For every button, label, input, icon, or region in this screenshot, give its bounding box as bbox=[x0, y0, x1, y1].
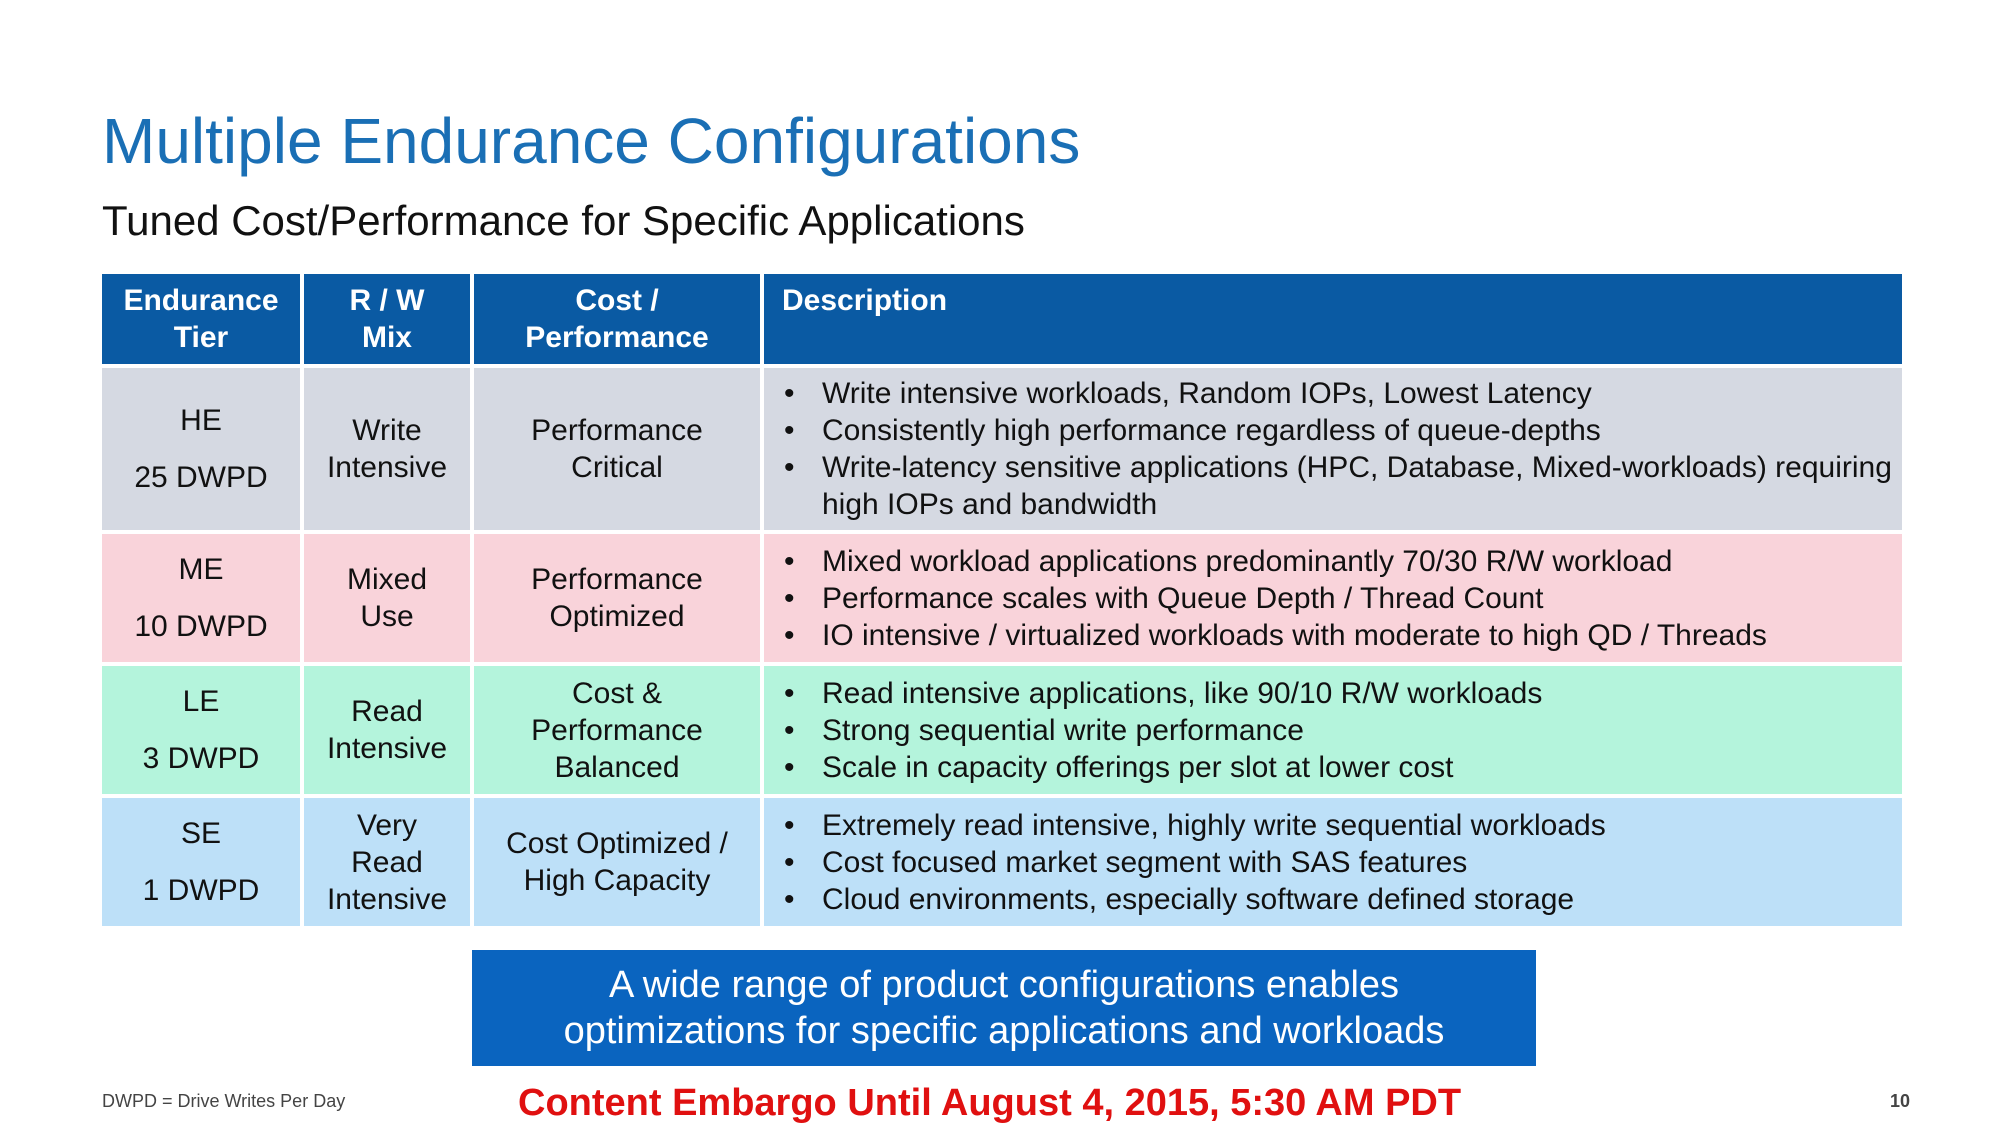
mix-line: Read bbox=[351, 695, 423, 728]
header-line: Description bbox=[782, 284, 948, 317]
desc-item: Cost focused market segment with SAS fea… bbox=[782, 844, 1606, 881]
cost-cell-me: Performance Optimized bbox=[474, 534, 760, 662]
page-number: 10 bbox=[1890, 1091, 1911, 1111]
cost-line: High Capacity bbox=[523, 864, 711, 897]
desc-item: Write intensive workloads, Random IOPs, … bbox=[782, 375, 1902, 412]
header-line: Tier bbox=[173, 321, 229, 354]
tier-name: SE bbox=[180, 817, 222, 850]
desc-list: Mixed workload applications predominantl… bbox=[782, 543, 1767, 654]
mix-line: Intensive bbox=[326, 882, 448, 916]
desc-item: Performance scales with Queue Depth / Th… bbox=[782, 580, 1767, 617]
mix-line: Intensive bbox=[326, 451, 448, 484]
tier-cell-se: SE 1 DWPD bbox=[102, 798, 300, 926]
tier-name: LE bbox=[182, 685, 220, 718]
tier-cell-me: ME 10 DWPD bbox=[102, 534, 300, 662]
slide-title: Multiple Endurance Configurations bbox=[102, 105, 1081, 177]
mix-cell-le: Read Intensive bbox=[304, 666, 470, 794]
header-line: Endurance bbox=[123, 284, 279, 317]
desc-item: Cloud environments, especially software … bbox=[782, 881, 1606, 918]
desc-item: Mixed workload applications predominantl… bbox=[782, 543, 1767, 580]
mix-line: Write bbox=[352, 414, 422, 447]
callout-line: optimizations for specific applications … bbox=[563, 1010, 1445, 1052]
desc-item: Scale in capacity offerings per slot at … bbox=[782, 749, 1542, 786]
desc-cell-le: Read intensive applications, like 90/10 … bbox=[764, 666, 1902, 794]
mix-line: Intensive bbox=[326, 732, 448, 765]
desc-cell-se: Extremely read intensive, highly write s… bbox=[764, 798, 1902, 926]
desc-list: Read intensive applications, like 90/10 … bbox=[782, 675, 1542, 786]
tier-name: HE bbox=[180, 404, 222, 437]
cost-cell-le: Cost & Performance Balanced bbox=[474, 666, 760, 794]
header-line: Cost / bbox=[575, 284, 659, 317]
header-endurance-tier: Endurance Tier bbox=[102, 274, 300, 364]
tier-dwpd: 25 DWPD bbox=[134, 461, 268, 494]
mix-line: Mixed bbox=[346, 563, 428, 596]
desc-item: Write-latency sensitive applications (HP… bbox=[782, 449, 1902, 523]
desc-cell-he: Write intensive workloads, Random IOPs, … bbox=[764, 368, 1902, 530]
desc-list: Extremely read intensive, highly write s… bbox=[782, 807, 1606, 918]
tier-dwpd: 3 DWPD bbox=[142, 742, 260, 775]
header-line: Mix bbox=[361, 321, 412, 354]
cost-cell-he: Performance Critical bbox=[474, 368, 760, 530]
mix-cell-me: Mixed Use bbox=[304, 534, 470, 662]
cost-line: Cost & bbox=[571, 676, 663, 710]
cost-line: Performance bbox=[531, 563, 703, 596]
cost-line: Performance bbox=[531, 713, 703, 747]
header-line: R / W bbox=[349, 284, 425, 317]
mix-cell-se: Very Read Intensive bbox=[304, 798, 470, 926]
tier-cell-he: HE 25 DWPD bbox=[102, 368, 300, 530]
desc-item: Strong sequential write performance bbox=[782, 712, 1542, 749]
tier-name: ME bbox=[178, 553, 224, 586]
cost-line: Balanced bbox=[554, 750, 680, 784]
desc-item: IO intensive / virtualized workloads wit… bbox=[782, 617, 1767, 654]
desc-item: Extremely read intensive, highly write s… bbox=[782, 807, 1606, 844]
cost-line: Performance bbox=[531, 414, 703, 447]
embargo-notice: Content Embargo Until August 4, 2015, 5:… bbox=[518, 1082, 1462, 1124]
callout-box: A wide range of product configurations e… bbox=[472, 950, 1536, 1066]
tier-cell-le: LE 3 DWPD bbox=[102, 666, 300, 794]
cost-line: Optimized bbox=[549, 600, 685, 633]
desc-item: Read intensive applications, like 90/10 … bbox=[782, 675, 1542, 712]
header-line: Performance bbox=[525, 321, 709, 354]
dwpd-footnote: DWPD = Drive Writes Per Day bbox=[102, 1091, 346, 1111]
tier-dwpd: 10 DWPD bbox=[134, 610, 268, 643]
endurance-table: Endurance Tier R / W Mix Cost / Performa… bbox=[102, 274, 1902, 926]
desc-list: Write intensive workloads, Random IOPs, … bbox=[782, 375, 1902, 523]
desc-cell-me: Mixed workload applications predominantl… bbox=[764, 534, 1902, 662]
tier-dwpd: 1 DWPD bbox=[142, 874, 260, 907]
slide-subtitle: Tuned Cost/Performance for Specific Appl… bbox=[102, 197, 1025, 244]
cost-line: Cost Optimized / bbox=[506, 827, 728, 860]
header-description: Description bbox=[764, 274, 1902, 364]
mix-line: Read bbox=[351, 845, 423, 879]
mix-line: Use bbox=[360, 600, 414, 633]
header-cost-performance: Cost / Performance bbox=[474, 274, 760, 364]
desc-item: Consistently high performance regardless… bbox=[782, 412, 1902, 449]
cost-line: Critical bbox=[571, 451, 663, 484]
mix-cell-he: Write Intensive bbox=[304, 368, 470, 530]
header-rw-mix: R / W Mix bbox=[304, 274, 470, 364]
mix-line: Very bbox=[356, 808, 418, 842]
callout-line: A wide range of product configurations e… bbox=[608, 964, 1400, 1006]
cost-cell-se: Cost Optimized / High Capacity bbox=[474, 798, 760, 926]
